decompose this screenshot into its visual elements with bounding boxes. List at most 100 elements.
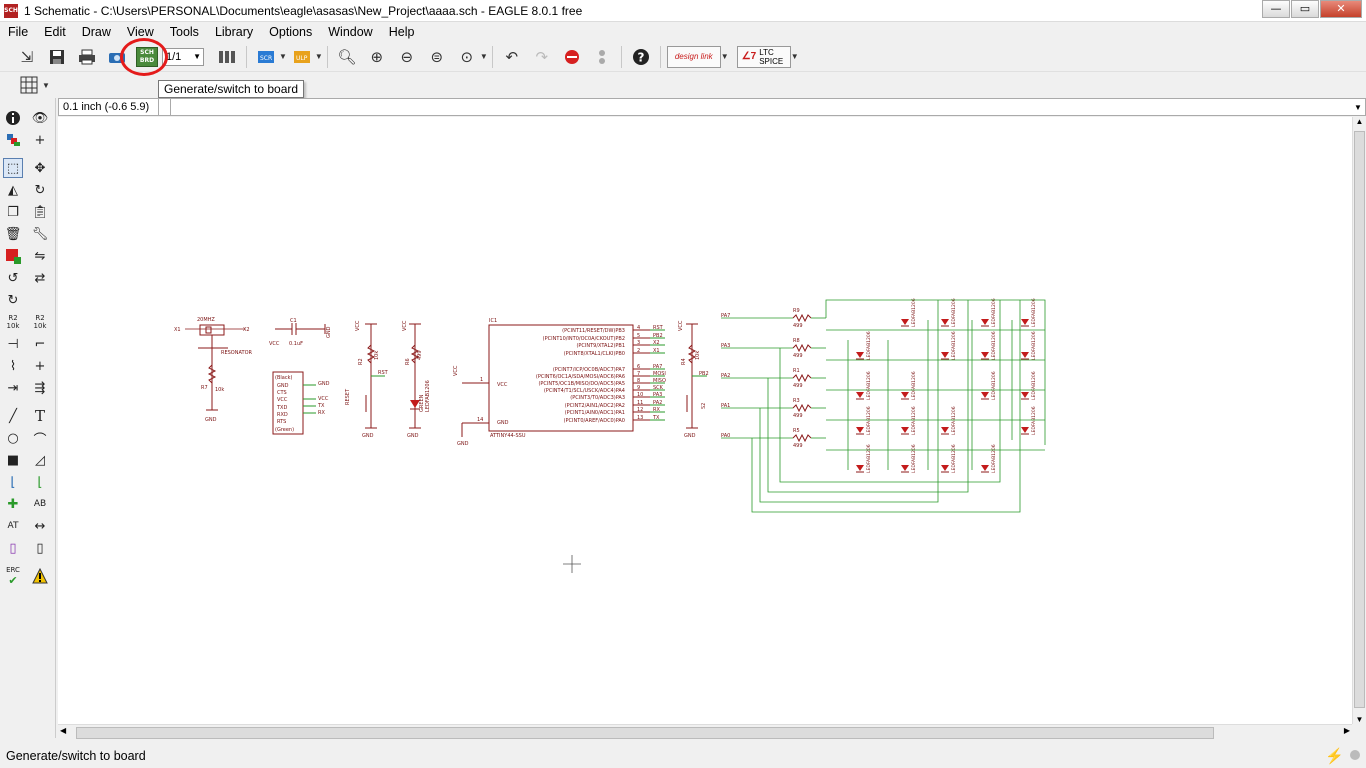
replace-icon[interactable]: ⇋ [34, 248, 46, 264]
sheet-list-icon[interactable] [215, 45, 239, 69]
horizontal-scrollbar[interactable]: ◀ ▶ [58, 724, 1352, 740]
erc-button[interactable]: ERC✔ [6, 565, 20, 587]
menu-edit[interactable]: Edit [44, 25, 66, 39]
scroll-up-icon[interactable]: ▲ [1355, 117, 1364, 126]
module-icon[interactable]: ▯ [36, 540, 44, 556]
add-part-icon[interactable] [3, 246, 23, 266]
vertical-scrollbar[interactable]: ▲ ▼ [1352, 117, 1366, 724]
net-class-icon[interactable]: ⇶ [34, 380, 46, 396]
matrix-row-resistor-value: 499 [793, 413, 803, 419]
mark-icon[interactable]: + [34, 132, 46, 148]
text-icon[interactable]: T [34, 407, 45, 425]
horizontal-scroll-thumb[interactable] [76, 727, 1214, 739]
svg-text:GND: GND [407, 433, 419, 439]
label-icon[interactable]: AB [33, 499, 47, 509]
open-icon[interactable]: ⇲ [20, 47, 34, 66]
matrix-led-symbol [856, 465, 864, 471]
junction-icon[interactable]: ✚ [7, 496, 19, 512]
info-icon[interactable] [3, 108, 23, 128]
scroll-right-icon[interactable]: ▶ [1343, 726, 1350, 735]
svg-text:GND: GND [497, 420, 509, 426]
wire-icon[interactable]: ⌊ [37, 474, 43, 490]
redo-icon[interactable]: ↷ [535, 47, 549, 66]
design-link-button[interactable]: design link [666, 45, 721, 68]
help-icon[interactable]: ? [629, 45, 653, 69]
group-select-icon[interactable]: ⬚ [3, 158, 23, 178]
mirror-icon[interactable]: ◭ [8, 182, 18, 198]
cam-processor-icon[interactable] [105, 45, 129, 69]
polygon-icon[interactable]: ◿ [35, 452, 45, 468]
svg-text:GND: GND [457, 441, 469, 447]
gate-swap-icon[interactable]: ⇄ [34, 270, 46, 286]
sheet-select[interactable]: 1/1▼ [162, 47, 204, 66]
undo-icon[interactable]: ↶ [505, 47, 519, 66]
line-icon[interactable]: ╱ [9, 408, 17, 424]
chevron-down-icon[interactable]: ▼ [279, 52, 287, 61]
mcu-pin-function: (PCINT8/XTAL1/CLKI)PB0 [564, 351, 625, 357]
chevron-down-icon[interactable]: ▼ [42, 80, 50, 90]
display-layers-icon[interactable] [3, 130, 23, 150]
menu-options[interactable]: Options [269, 25, 313, 39]
split-icon[interactable]: ⌇ [9, 358, 17, 374]
scroll-left-icon[interactable]: ◀ [60, 726, 67, 735]
circle-icon[interactable]: ○ [7, 430, 19, 446]
menu-view[interactable]: View [126, 25, 154, 39]
menu-help[interactable]: Help [388, 25, 415, 39]
close-button[interactable]: ✕ [1320, 0, 1362, 18]
paste-icon[interactable]: 📋︎ [31, 204, 49, 220]
chevron-down-icon[interactable]: ▼ [314, 52, 323, 61]
stop-icon[interactable] [560, 45, 584, 69]
menu-draw[interactable]: Draw [81, 25, 111, 39]
chevron-down-icon[interactable]: ▼ [790, 52, 799, 61]
frame-icon[interactable]: ▯ [9, 540, 17, 556]
dimension-icon[interactable]: ↔ [34, 518, 46, 534]
zoom-redraw-icon[interactable]: ⊜ [430, 47, 444, 66]
miter-icon[interactable]: ⌐ [34, 336, 46, 352]
command-input[interactable] [171, 99, 1351, 115]
zoom-select-icon[interactable]: ⊙ [460, 47, 474, 66]
save-icon[interactable] [45, 45, 69, 69]
menu-window[interactable]: Window [328, 25, 373, 39]
delete-icon[interactable]: 🗑︎ [4, 226, 22, 242]
warning-icon[interactable] [30, 566, 50, 586]
rotate-icon[interactable]: ↻ [34, 182, 46, 198]
optimize-icon[interactable]: + [34, 358, 46, 374]
smash-icon[interactable]: ⊣ [7, 336, 19, 352]
grid-icon[interactable] [17, 73, 41, 97]
schematic-canvas[interactable]: 20MHZ X1 X2 RESONATOR R7 10k GND C1 [58, 117, 1352, 724]
bus-icon[interactable]: ⇥ [7, 380, 19, 396]
name-tool-icon[interactable]: R2 10k [6, 314, 20, 330]
script-icon[interactable]: SCR [254, 45, 278, 69]
menu-tools[interactable]: Tools [169, 25, 199, 39]
zoom-fit-icon[interactable]: 🔍︎ [337, 47, 357, 66]
chevron-down-icon[interactable]: ▼ [479, 52, 488, 61]
menu-file[interactable]: File [8, 25, 29, 39]
move-icon[interactable]: ✥ [34, 160, 46, 176]
maximize-button[interactable]: ▭ [1291, 0, 1319, 18]
arc-icon[interactable]: ⌒ [33, 432, 47, 448]
matrix-row-resistor-name: R8 [793, 338, 800, 344]
wrench-icon[interactable]: 🔧︎ [31, 226, 49, 242]
copy-icon[interactable]: ❐ [7, 204, 19, 220]
print-icon[interactable] [75, 45, 99, 69]
invoke-icon[interactable]: ↺ [7, 270, 19, 286]
menu-library[interactable]: Library [214, 25, 254, 39]
scroll-down-icon[interactable]: ▼ [1355, 715, 1364, 724]
attribute-icon[interactable]: AT [7, 521, 19, 531]
svg-text:R7: R7 [201, 385, 208, 391]
chevron-down-icon[interactable]: ▼ [720, 52, 729, 61]
net-icon[interactable]: ⌊ [10, 474, 16, 490]
value-tool-icon[interactable]: R2 10k [33, 314, 47, 330]
rectangle-icon[interactable]: ■ [6, 452, 20, 468]
minimize-button[interactable]: — [1262, 0, 1290, 18]
zoom-in-icon[interactable]: ⊕ [370, 47, 384, 66]
chevron-down-icon[interactable]: ▼ [1354, 102, 1362, 112]
pin-swap-icon[interactable]: ↻ [7, 292, 19, 308]
go-icon[interactable] [590, 45, 614, 69]
zoom-out-icon[interactable]: ⊖ [400, 47, 414, 66]
ulp-icon[interactable]: ULP [290, 45, 314, 69]
vertical-scroll-thumb[interactable] [1354, 131, 1365, 708]
show-icon[interactable]: 👁︎ [31, 110, 49, 126]
